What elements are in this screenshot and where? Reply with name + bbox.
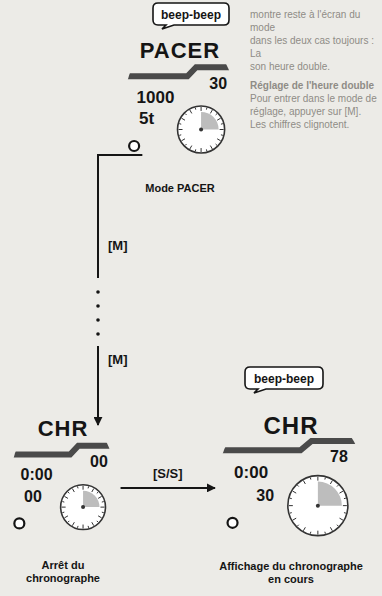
page-text: Les chiffres clignotent.	[250, 118, 378, 131]
mode-name: CHR	[38, 418, 89, 440]
watch-display: CHR 78 0:00 30Affichage du chronographe en …	[212, 398, 370, 588]
button-label: [M]	[106, 352, 130, 367]
button-label: [S/S]	[151, 466, 185, 481]
lcd-digits: 0:00	[234, 464, 268, 481]
speech-bubble: beep-beep	[152, 2, 230, 30]
lcd-digits: 00	[90, 454, 108, 470]
watch-display: CHR000:0000Arrêt du chronographe	[4, 405, 122, 587]
speech-bubble: beep-beep	[244, 366, 324, 394]
page-text: son heure double.	[250, 60, 378, 73]
mode-name: CHR	[264, 414, 319, 438]
caption: Mode PACER	[118, 182, 242, 195]
lcd-digits: 78	[330, 449, 348, 465]
lcd-digits: 00	[24, 489, 42, 505]
caption: Arrêt du chronographe	[4, 559, 122, 585]
sound-text: beep-beep	[161, 9, 221, 21]
mode-name: PACER	[140, 40, 220, 62]
watch-display: PACER 30 1000 5tMode PACER	[118, 26, 242, 197]
page-text: Pour entrer dans le mode de réglage, app…	[250, 92, 378, 118]
caption: Affichage du chronographe en cours	[212, 560, 370, 586]
lcd-digits: 5t	[139, 110, 154, 127]
lcd-digits: 0:00	[21, 467, 53, 483]
page-text: dans les deux cas toujours : La	[250, 34, 378, 60]
button-label: [M]	[106, 238, 130, 253]
flow-arrow	[121, 487, 215, 488]
flow-arrow	[96, 155, 142, 425]
lcd-digits: 1000	[137, 89, 175, 106]
sound-text: beep-beep	[254, 373, 314, 385]
lcd-digits: 30	[209, 76, 227, 92]
page-text: Réglage de l'heure double	[250, 79, 378, 92]
lcd-digits: 30	[256, 488, 274, 504]
page-text: montre reste à l'écran du mode	[250, 8, 378, 34]
